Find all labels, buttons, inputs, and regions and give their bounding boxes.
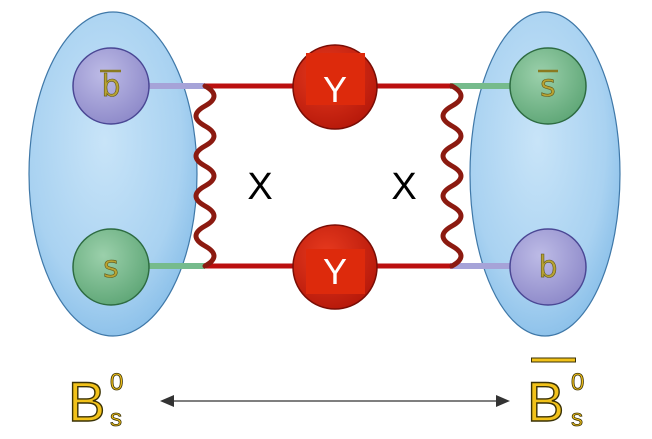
meson-sup-left: 0 [110,369,123,396]
arrowhead-right-icon [496,395,510,407]
quark-circle-top-right [509,47,587,125]
boson-label-left: X [247,166,272,208]
vertex-label-bottom: Y [323,251,347,292]
left-boson-line [193,83,217,269]
meson-sub-right: s [571,405,583,432]
quark-circle-top-left [72,47,150,125]
quark-label-top-right: s [540,69,556,104]
quark-label-top-left: b [101,69,120,104]
meson-label-right: B [527,370,564,433]
vertex-box-top [306,53,365,105]
meson-label-left: B [68,370,105,433]
meson-sub-left: s [110,405,122,432]
boson-label-right: X [391,166,416,208]
left-meson-blob [28,11,198,337]
quark-label-bottom-left: s [103,250,119,285]
vertex-label-top: Y [323,69,347,110]
arrowhead-left-icon [160,395,174,407]
quark-circle-bottom-right [509,228,587,306]
meson-sup-right: 0 [571,369,584,396]
quark-label-bottom-right: b [538,250,557,285]
right-boson-line [440,83,464,269]
quark-circle-bottom-left [72,228,150,306]
vertex-box-bottom [306,249,365,294]
